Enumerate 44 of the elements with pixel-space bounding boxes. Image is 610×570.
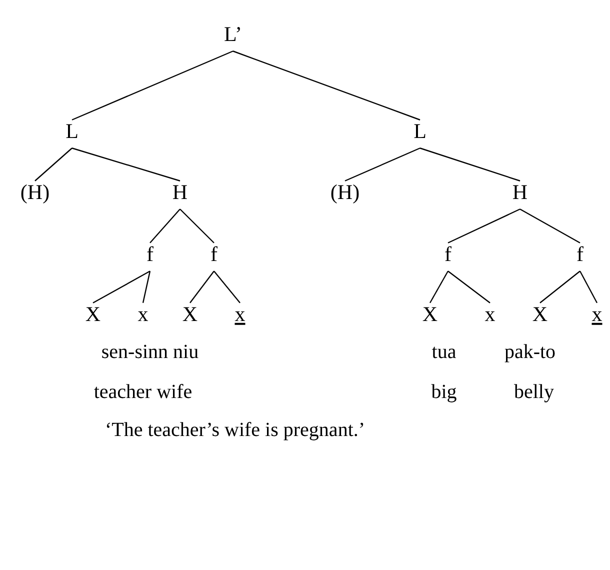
gloss-text: belly [514, 380, 554, 405]
tree-node-label: f [146, 240, 154, 268]
tree-branch [448, 270, 490, 304]
tree-branch [150, 208, 180, 244]
translation-caption: ‘The teacher’s wife is pregnant.’ [104, 418, 366, 443]
tree-node-label: f [444, 240, 452, 268]
tree-branch [579, 270, 598, 304]
tree-branch [142, 271, 151, 303]
tree-node-label: L [414, 118, 426, 144]
tree-node-label: L [66, 118, 78, 144]
tree-branch [214, 270, 240, 304]
tree-branch [520, 208, 580, 244]
tree-branch [72, 50, 234, 120]
tree-branch [344, 148, 420, 182]
tree-branch [448, 208, 520, 244]
tree-branch [34, 148, 72, 182]
tree-node-label: L’ [224, 20, 242, 48]
tree-node-label: X [532, 300, 548, 328]
gloss-text: pak-to [504, 340, 556, 365]
tree-node-label: (H) [330, 178, 360, 206]
tree-branch [72, 148, 180, 182]
tree-node-label: X [422, 300, 438, 328]
tree-node-label: f [576, 240, 584, 268]
tree-node-label: x [592, 300, 602, 328]
gloss-text: tua [432, 340, 456, 365]
tree-branch [540, 270, 580, 304]
tree-branch [420, 148, 520, 182]
gloss-text: sen-sinn niu [101, 340, 199, 365]
tree-node-label: X [85, 300, 101, 328]
tree-branch [429, 270, 449, 304]
tree-node-label: x [234, 300, 246, 328]
tree-node-label: H [172, 178, 188, 206]
tree-branch [232, 50, 420, 120]
tree-branch [190, 270, 214, 304]
tree-node-label: f [210, 240, 218, 268]
tree-node-label: (H) [20, 178, 50, 206]
tree-node-label: H [512, 178, 528, 206]
gloss-text: big [431, 380, 457, 405]
tree-node-label: X [182, 300, 198, 328]
tree-branch [180, 208, 214, 244]
gloss-text: teacher wife [94, 380, 192, 405]
tree-branch [92, 270, 150, 304]
tree-node-label: x [138, 300, 148, 328]
tree-node-label: x [484, 300, 496, 328]
